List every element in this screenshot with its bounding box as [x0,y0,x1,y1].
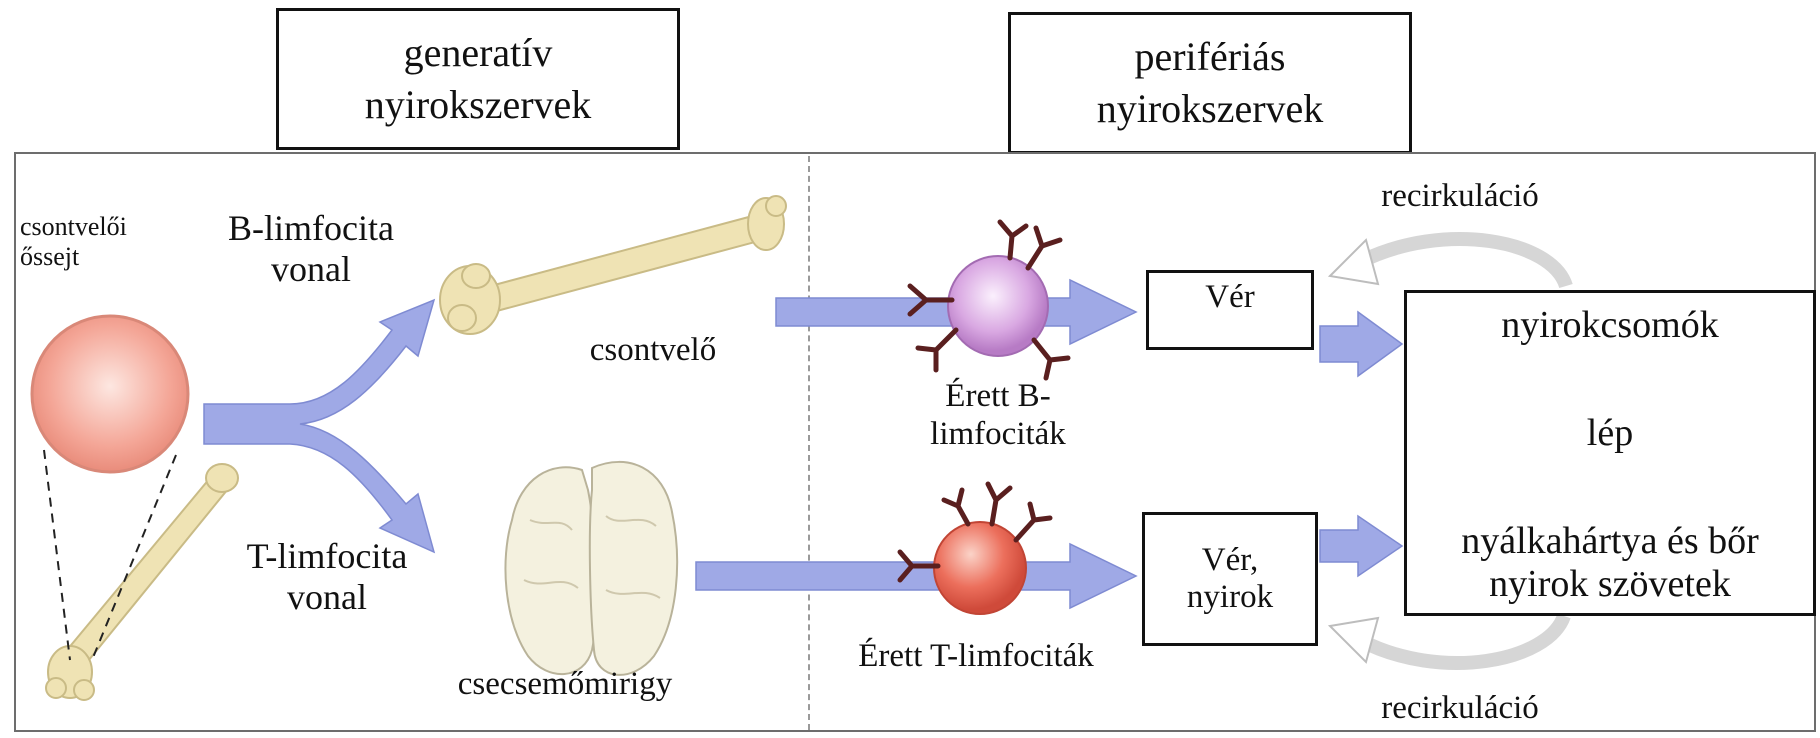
bone-marrow-bone [440,196,786,334]
blood-box: Vér [1146,270,1314,350]
mucosa-skin-label: nyálkahártya és bőr nyirok szövetek [1461,520,1759,607]
lymph-nodes-label: nyirokcsomók [1501,303,1718,347]
blood-lymph-box: Vér, nyirok [1142,512,1318,646]
zoom-line-left [44,450,70,660]
thymus-label: csecsemőmirigy [430,666,700,704]
mature-t-cell [900,484,1050,614]
stem-cell-label-line2: őssejt [20,242,127,272]
mucosa-line2: nyirok szövetek [1461,563,1759,607]
blood-to-organs-arrow [1320,312,1402,376]
t-lineage-line2: vonal [212,577,442,618]
mature-b-cells-label: Érett B- limfociták [878,378,1118,454]
stem-cell [32,316,188,472]
recirculation-arrow-bottom [1360,616,1564,663]
recirculation-top-label: recirkuláció [1350,178,1570,216]
b-lineage-line2: vonal [196,249,426,290]
recirculation-arrowhead-bottom [1330,618,1378,662]
t-lineage-line1: T-limfocita [212,536,442,577]
blood-lymph-line1: Vér, [1202,542,1258,579]
spleen-label: lép [1587,411,1633,455]
b-lineage-line1: B-limfocita [196,208,426,249]
thymus-organ [505,462,677,675]
lineage-branch-arrow [204,300,434,552]
mature-b-cell [910,222,1068,378]
mature-t-cells-label: Érett T-limfociták [826,638,1126,676]
recirculation-bottom-label: recirkuláció [1350,690,1570,728]
mucosa-line1: nyálkahártya és bőr [1461,520,1759,564]
stem-cell-bone [46,464,238,700]
b-lineage-label: B-limfocita vonal [196,208,426,291]
t-lineage-label: T-limfocita vonal [212,536,442,619]
bone-marrow-label: csontvelő [548,332,758,370]
blood-lymph-line2: nyirok [1187,579,1273,616]
blood-box-label: Vér [1205,279,1254,316]
lymph-to-organs-arrow [1320,516,1402,576]
stem-cell-label: csontvelői őssejt [20,212,127,272]
mature-b-line1: Érett B- [878,378,1118,416]
peripheral-organs-box: nyirokcsomók lép nyálkahártya és bőr nyi… [1404,290,1816,616]
stem-cell-label-line1: csontvelői [20,212,127,242]
mature-b-line2: limfociták [878,416,1118,454]
recirculation-arrowhead-top [1330,240,1378,284]
t-cell-arrow [696,544,1136,608]
recirculation-arrow-top [1360,239,1566,286]
